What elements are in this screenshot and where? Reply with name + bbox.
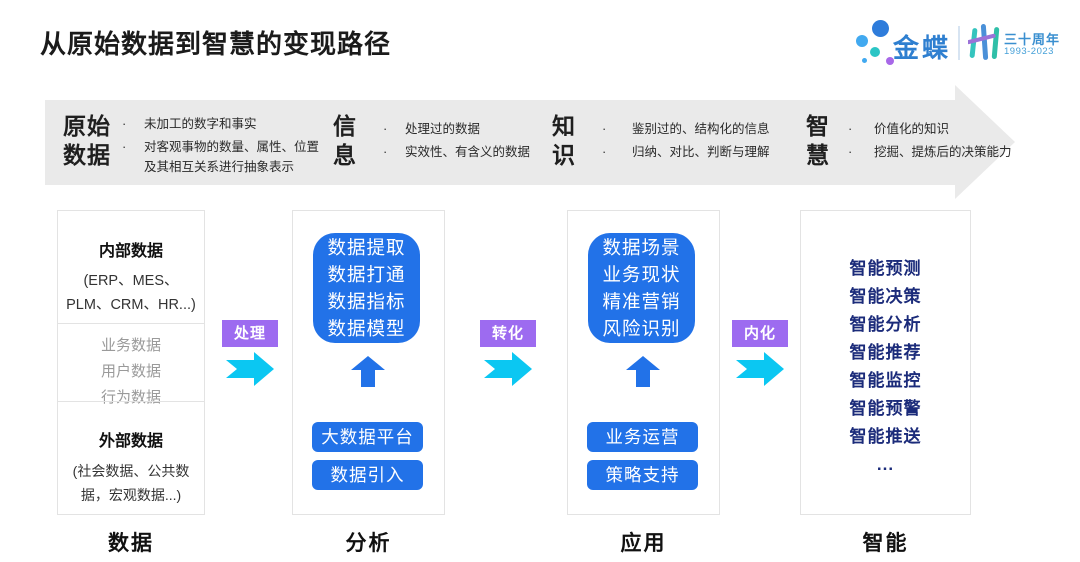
- bullet-item: · 挖掘、提炼后的决策能力: [848, 142, 1033, 162]
- bullet-dot: ·: [848, 144, 853, 159]
- list-item: 智能监控: [849, 371, 922, 390]
- bullet-dot: ·: [602, 144, 607, 159]
- logo-divider: [958, 26, 960, 60]
- analysis-main-box: 数据提取 数据打通 数据指标 数据模型: [313, 233, 420, 343]
- middle-data-section: 业务数据 用户数据 行为数据: [58, 333, 204, 411]
- bullet-item: · 对客观事物的数量、属性、位置及其相互关系进行抽象表示: [122, 139, 320, 174]
- bullet-item: · 实效性、有含义的数据: [383, 142, 563, 162]
- stage-label-knowledge: 知识: [552, 113, 576, 168]
- strategy-support-button: 策略支持: [587, 460, 698, 490]
- footer-label-analysis: 分析: [345, 532, 392, 555]
- bullet-item: · 未加工的数字和事实: [122, 114, 330, 134]
- stage-label-wisdom: 智慧: [806, 113, 830, 168]
- anniversary-years: 1993-2023: [1004, 46, 1054, 57]
- list-item: 智能预警: [849, 399, 922, 418]
- big-data-platform-button: 大数据平台: [312, 422, 423, 452]
- list-item: 智能推送: [849, 427, 922, 446]
- internal-data-title: 内部数据: [98, 243, 163, 260]
- bullet-item: · 处理过的数据: [383, 119, 563, 139]
- application-line: 风险识别: [602, 318, 681, 339]
- analysis-line: 数据模型: [327, 318, 406, 339]
- list-item: 智能预测: [849, 259, 922, 278]
- brand-name: 金蝶: [893, 33, 952, 63]
- bullet-item: · 鉴别过的、结构化的信息: [602, 119, 802, 139]
- column-data-box: 内部数据 (ERP、MES、PLM、CRM、HR...) 业务数据 用户数据 行…: [57, 210, 205, 515]
- stage-bullets-information: · 处理过的数据 · 实效性、有含义的数据: [383, 119, 563, 162]
- bullet-dot: ·: [383, 121, 388, 136]
- connector-label-transform: 转化: [480, 320, 536, 347]
- application-line: 业务现状: [602, 264, 681, 285]
- bullet-dot: ·: [122, 139, 127, 154]
- application-line: 精准营销: [602, 291, 681, 312]
- up-arrow-icon: [626, 356, 660, 387]
- external-data-detail: (社会数据、公共数据，宏观数据...): [72, 463, 190, 503]
- analysis-line: 数据提取: [327, 237, 406, 258]
- external-data-section: 外部数据 (社会数据、公共数据，宏观数据...): [58, 427, 204, 507]
- flow-arrow-icon: [226, 352, 274, 386]
- up-arrow-icon: [351, 356, 385, 387]
- banner-arrow-shape: [45, 85, 1015, 199]
- connector-label-process: 处理: [222, 320, 278, 347]
- footer-label-application: 应用: [620, 532, 667, 555]
- list-item: 智能决策: [849, 287, 922, 306]
- data-import-button: 数据引入: [312, 460, 423, 490]
- list-item: 智能分析: [849, 315, 922, 334]
- page-title: 从原始数据到智慧的变现路径: [40, 29, 392, 59]
- external-data-title: 外部数据: [98, 433, 163, 450]
- intelligence-list: 智能预测 智能决策 智能分析 智能推荐 智能监控 智能预警 智能推送 ...: [801, 259, 970, 474]
- stage-bullets-raw-data: · 未加工的数字和事实 · 对客观事物的数量、属性、位置及其相互关系进行抽象表示: [122, 114, 330, 177]
- analysis-line: 数据指标: [327, 291, 406, 312]
- data-type-item: 行为数据: [100, 389, 161, 406]
- footer-label-intelligence: 智能: [862, 532, 909, 555]
- application-line: 数据场景: [602, 237, 681, 258]
- internal-data-detail: (ERP、MES、PLM、CRM、HR...): [66, 273, 196, 313]
- divider: [58, 401, 204, 402]
- bullet-dot: ·: [383, 144, 388, 159]
- divider: [58, 323, 204, 324]
- footer-label-data: 数据: [108, 532, 154, 555]
- list-item: ...: [876, 455, 895, 474]
- analysis-line: 数据打通: [327, 264, 406, 285]
- data-type-item: 业务数据: [100, 337, 161, 354]
- flow-arrow-icon: [484, 352, 532, 386]
- anniversary-mark-icon: [968, 24, 1000, 60]
- column-intelligence-box: 智能预测 智能决策 智能分析 智能推荐 智能监控 智能预警 智能推送 ...: [800, 210, 971, 515]
- bullet-item: · 归纳、对比、判断与理解: [602, 142, 802, 162]
- stage-label-information: 信息: [333, 113, 357, 168]
- stage-bullets-knowledge: · 鉴别过的、结构化的信息 · 归纳、对比、判断与理解: [602, 119, 802, 162]
- flow-arrow-icon: [736, 352, 784, 386]
- bullet-item: · 价值化的知识: [848, 119, 1033, 139]
- internal-data-section: 内部数据 (ERP、MES、PLM、CRM、HR...): [58, 237, 204, 317]
- bullet-dot: ·: [602, 121, 607, 136]
- anniversary-label: 三十周年: [1004, 32, 1061, 47]
- stage-bullets-wisdom: · 价值化的知识 · 挖掘、提炼后的决策能力: [848, 119, 1033, 162]
- stage-label-raw-data: 原始数据: [63, 113, 111, 168]
- business-operation-button: 业务运营: [587, 422, 698, 452]
- list-item: 智能推荐: [849, 343, 922, 362]
- data-type-item: 用户数据: [100, 363, 161, 380]
- connector-label-internalize: 内化: [732, 320, 788, 347]
- bullet-dot: ·: [122, 116, 127, 131]
- application-main-box: 数据场景 业务现状 精准营销 风险识别: [588, 233, 695, 343]
- bullet-dot: ·: [848, 121, 853, 136]
